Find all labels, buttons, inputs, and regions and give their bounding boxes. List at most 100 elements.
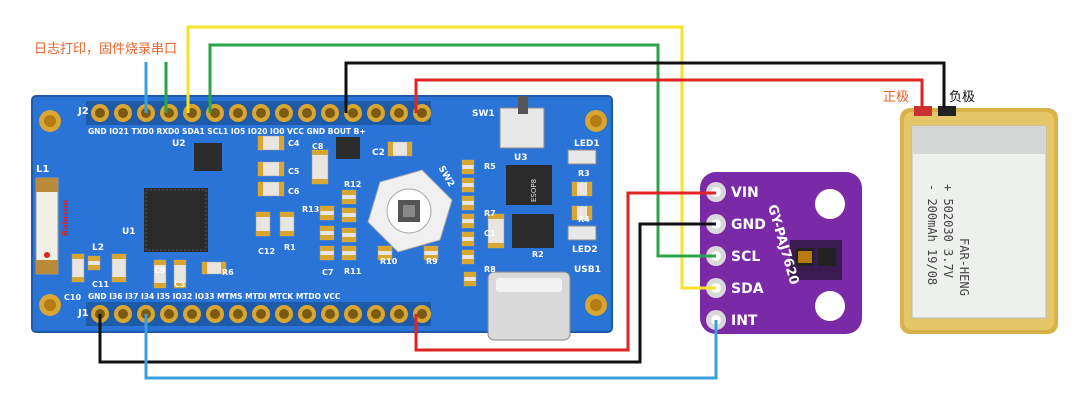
smd-part — [87, 255, 101, 271]
mcu-chip-u1 — [144, 188, 208, 252]
ref-c7: C7 — [322, 268, 333, 277]
smd-part — [173, 259, 187, 289]
ref-c2: C2 — [372, 148, 385, 158]
bottom-pin-labels: GND I36 I37 I34 I35 IO32 IO33 MTMS MTDI … — [88, 292, 341, 301]
mounting-hole — [39, 110, 61, 132]
smd-part — [377, 245, 393, 261]
ref-c5: C5 — [288, 167, 300, 176]
sensor-hole — [815, 189, 845, 219]
u3-chip-label: ESOP8 — [530, 179, 538, 202]
header-pin — [229, 104, 247, 122]
wire-gnd-sensor — [98, 222, 716, 364]
ref-r4: R4 — [578, 215, 590, 224]
led1 — [567, 149, 597, 165]
smd-part — [279, 211, 295, 237]
smd-part — [311, 149, 329, 185]
ref-c1: C1 — [484, 229, 496, 238]
header-pin — [206, 305, 224, 323]
header-pin — [367, 104, 385, 122]
ref-led2: LED2 — [572, 245, 598, 255]
ref-j1: J1 — [77, 308, 89, 319]
battery — [900, 106, 1058, 334]
header-pin — [298, 104, 316, 122]
header-pin — [321, 104, 339, 122]
ref-r10: R10 — [380, 257, 398, 266]
smd-part — [461, 159, 475, 175]
ref-r9: R9 — [426, 257, 438, 266]
ref-l1: L1 — [36, 164, 49, 175]
wires — [98, 25, 946, 380]
smd-part — [341, 189, 357, 205]
header-pin — [367, 305, 385, 323]
antenna-brand: Rainsun — [61, 200, 70, 236]
sensor-pin-scl: SCL — [731, 249, 760, 265]
smd-part — [257, 181, 285, 197]
antenna-chip — [35, 177, 59, 275]
mounting-hole — [585, 294, 607, 316]
positive-terminal-label: 正极 — [883, 90, 910, 105]
ref-u2: U2 — [172, 139, 186, 149]
header-pin — [390, 305, 408, 323]
smd-part — [71, 253, 85, 283]
smd-part — [571, 205, 593, 221]
bottom-header-pins — [91, 305, 431, 323]
header-pin — [160, 104, 178, 122]
ref-c4: C4 — [288, 139, 300, 148]
inductor-r2 — [512, 214, 554, 248]
header-pin — [160, 305, 178, 323]
header-pin — [275, 104, 293, 122]
smd-part — [423, 245, 439, 261]
smd-part — [461, 249, 475, 265]
wire-sda — [186, 25, 716, 290]
wire-bplus-battery — [414, 78, 924, 113]
battery-line1: FAR-HENG — [957, 238, 971, 296]
header-pin — [229, 305, 247, 323]
ref-u1: U1 — [122, 227, 136, 237]
led2 — [567, 225, 597, 241]
ref-c12: C12 — [258, 247, 275, 256]
sensor-pin-sda: SDA — [731, 281, 764, 297]
smd-part — [461, 231, 475, 247]
sensor-pin-gnd: GND — [731, 217, 766, 233]
smd-part — [257, 135, 285, 151]
sensor-pin-vin: VIN — [731, 185, 759, 201]
ref-u3: U3 — [514, 153, 528, 163]
chip-u3 — [506, 165, 552, 205]
smd-components — [71, 135, 593, 289]
ref-c8: C8 — [312, 142, 324, 151]
slide-switch-sw1 — [499, 107, 545, 149]
sensor-hole — [815, 291, 845, 321]
wire-vcc-sensor — [414, 191, 716, 352]
header-pin — [114, 104, 132, 122]
ref-r11: R11 — [344, 267, 362, 276]
header-pin — [321, 305, 339, 323]
sensor-board — [700, 172, 862, 334]
smd-part — [341, 207, 357, 223]
mounting-hole — [585, 110, 607, 132]
mounting-hole — [39, 294, 61, 316]
joystick-sw2 — [367, 169, 453, 253]
ref-r13: R13 — [302, 205, 319, 214]
main-board: J2 J1 GND IO21 TXD0 RXD0 SDA1 SCL1 IO5 I… — [31, 95, 613, 341]
negative-terminal-label: 负极 — [949, 90, 976, 105]
header-pin — [298, 305, 316, 323]
ref-r7: R7 — [484, 209, 496, 218]
header-pin — [344, 104, 362, 122]
chip-small — [336, 137, 360, 159]
ref-r6: R6 — [222, 268, 234, 277]
ref-l2: L2 — [92, 243, 104, 253]
ref-c10: C10 — [64, 293, 81, 302]
smd-part — [111, 253, 127, 283]
wire-scl — [208, 43, 716, 258]
smd-part — [201, 261, 227, 275]
ref-r12: R12 — [344, 180, 361, 189]
header-pin — [183, 104, 201, 122]
smd-part — [255, 211, 271, 237]
wire-int — [144, 314, 718, 380]
smd-part — [387, 141, 413, 157]
ref-j2: J2 — [77, 106, 89, 117]
uart-note-label: 日志打印，固件烧录串口 — [34, 42, 178, 57]
smd-part — [571, 181, 593, 197]
smd-part — [463, 271, 477, 287]
